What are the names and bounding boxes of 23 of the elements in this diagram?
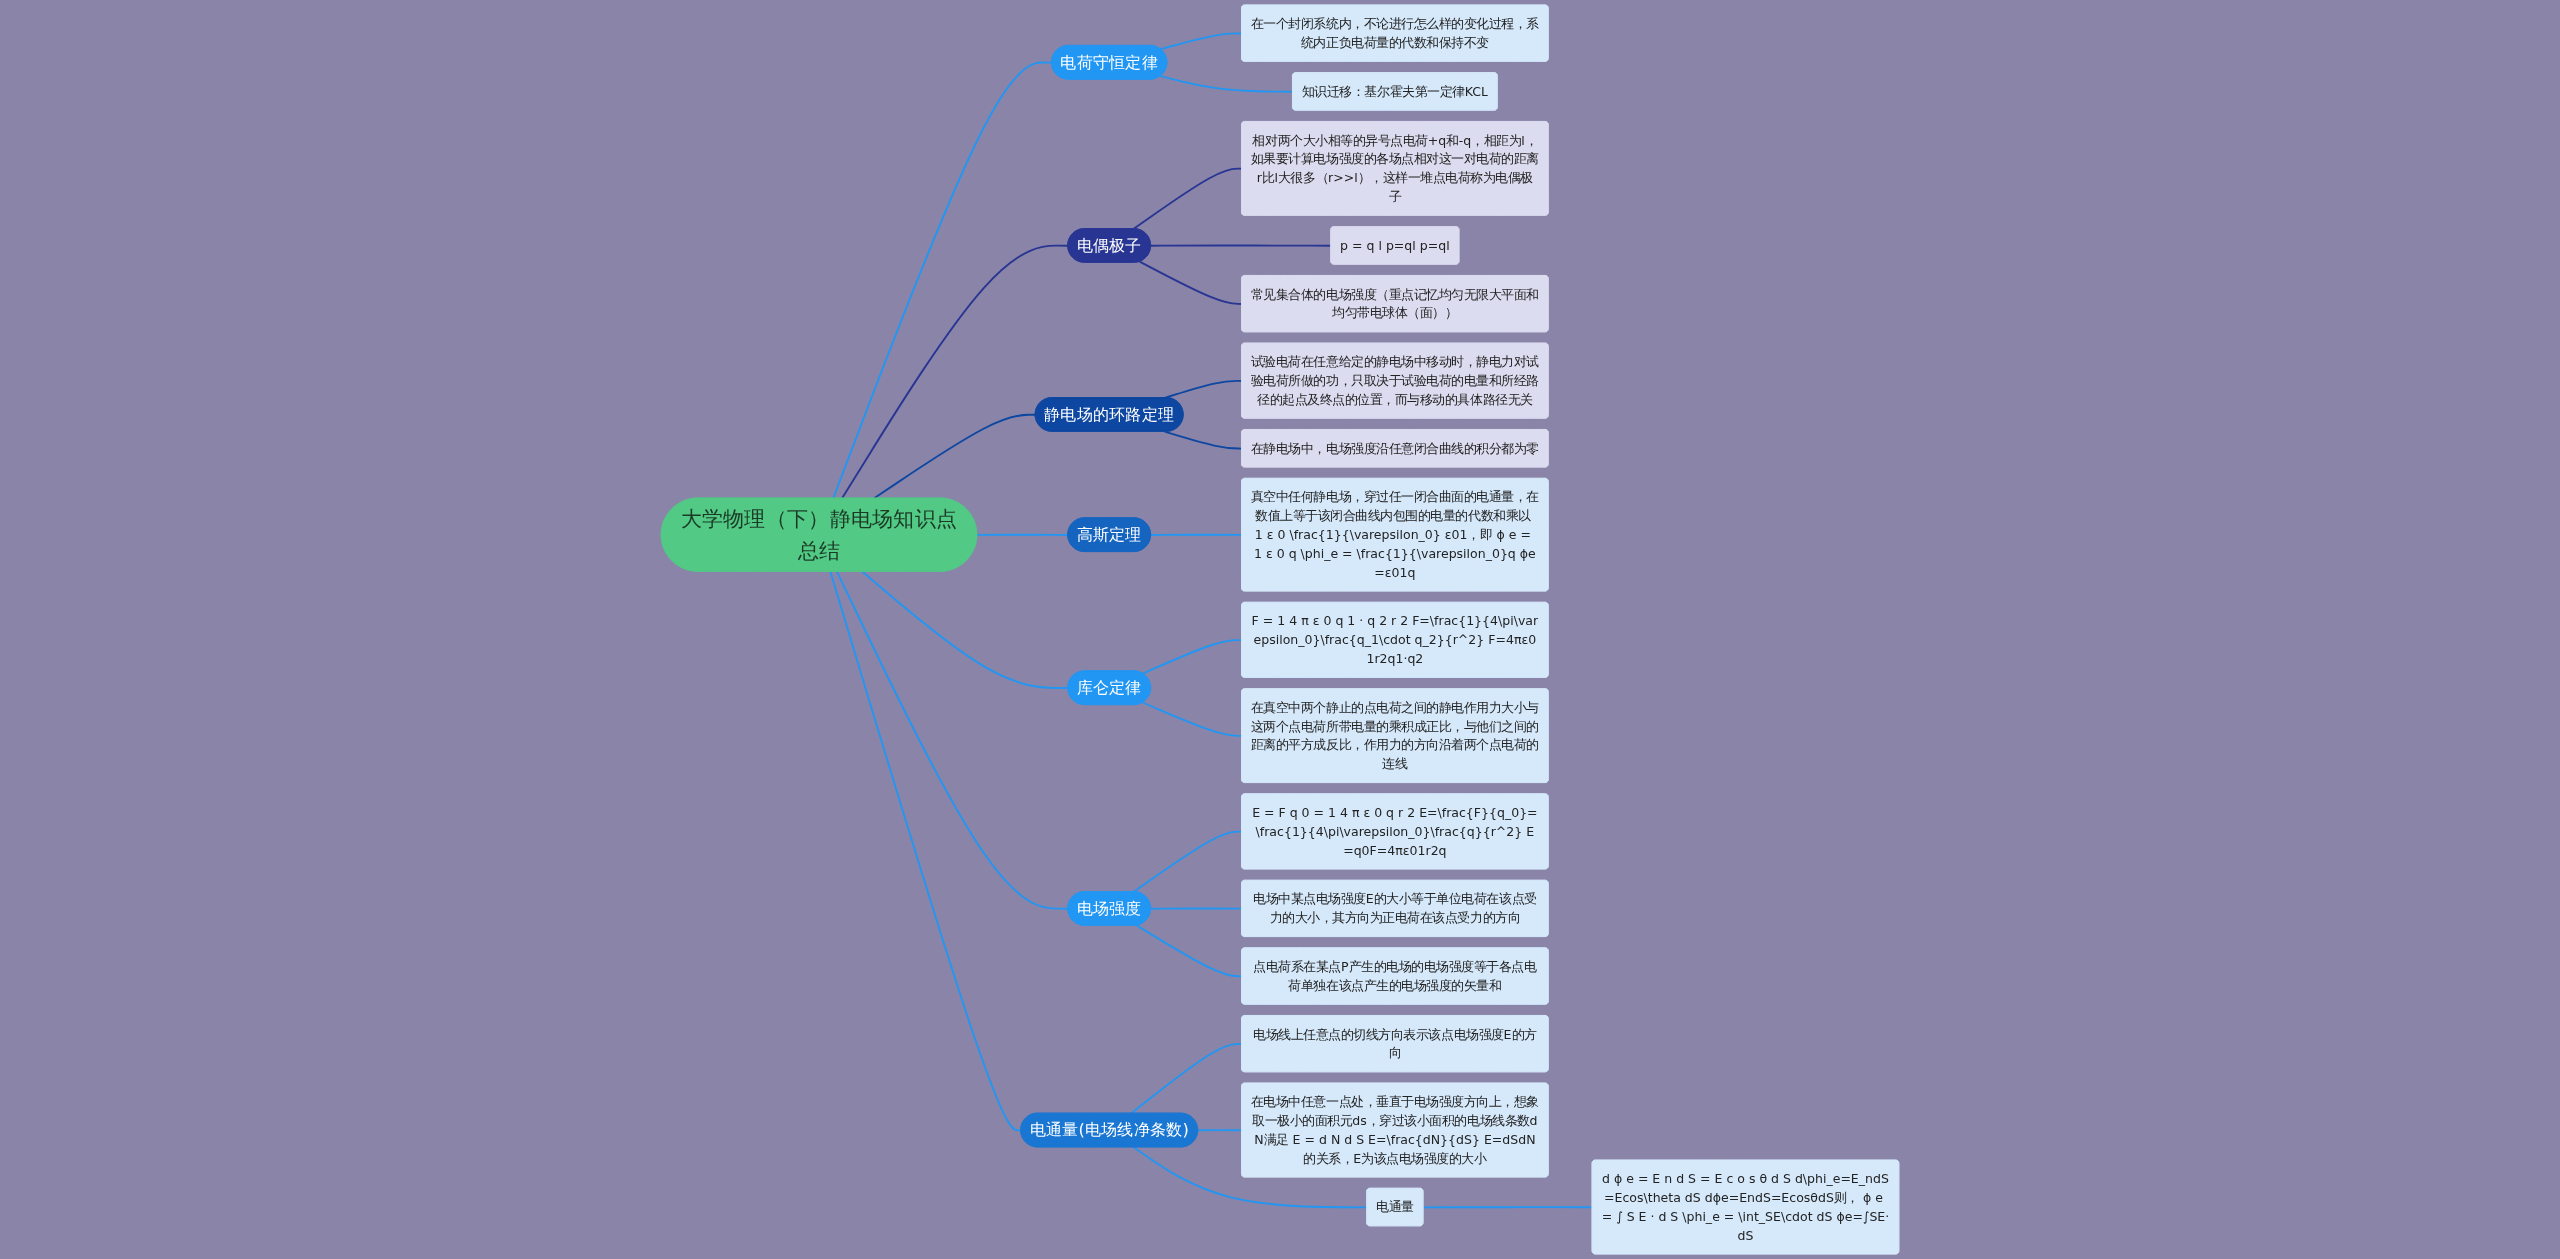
connector xyxy=(835,570,1069,910)
connector xyxy=(832,61,1053,500)
connector xyxy=(1150,244,1332,247)
connector xyxy=(1141,639,1243,675)
connector xyxy=(1422,1206,1594,1209)
connector xyxy=(1132,1146,1368,1209)
connector xyxy=(1135,924,1243,978)
connector xyxy=(1163,430,1243,450)
connector xyxy=(1132,830,1243,893)
connector xyxy=(1150,907,1243,910)
connector xyxy=(1159,75,1294,93)
connector xyxy=(1132,167,1243,230)
connector xyxy=(1159,32,1243,51)
connector xyxy=(1141,701,1243,737)
connector xyxy=(861,570,1069,689)
connector xyxy=(976,533,1069,536)
connector xyxy=(1150,533,1243,536)
connector xyxy=(841,244,1069,500)
connector xyxy=(829,570,1022,1132)
connector xyxy=(873,413,1037,500)
connector xyxy=(1138,260,1243,305)
connector xyxy=(1130,1042,1243,1115)
connector xyxy=(1197,1129,1243,1132)
